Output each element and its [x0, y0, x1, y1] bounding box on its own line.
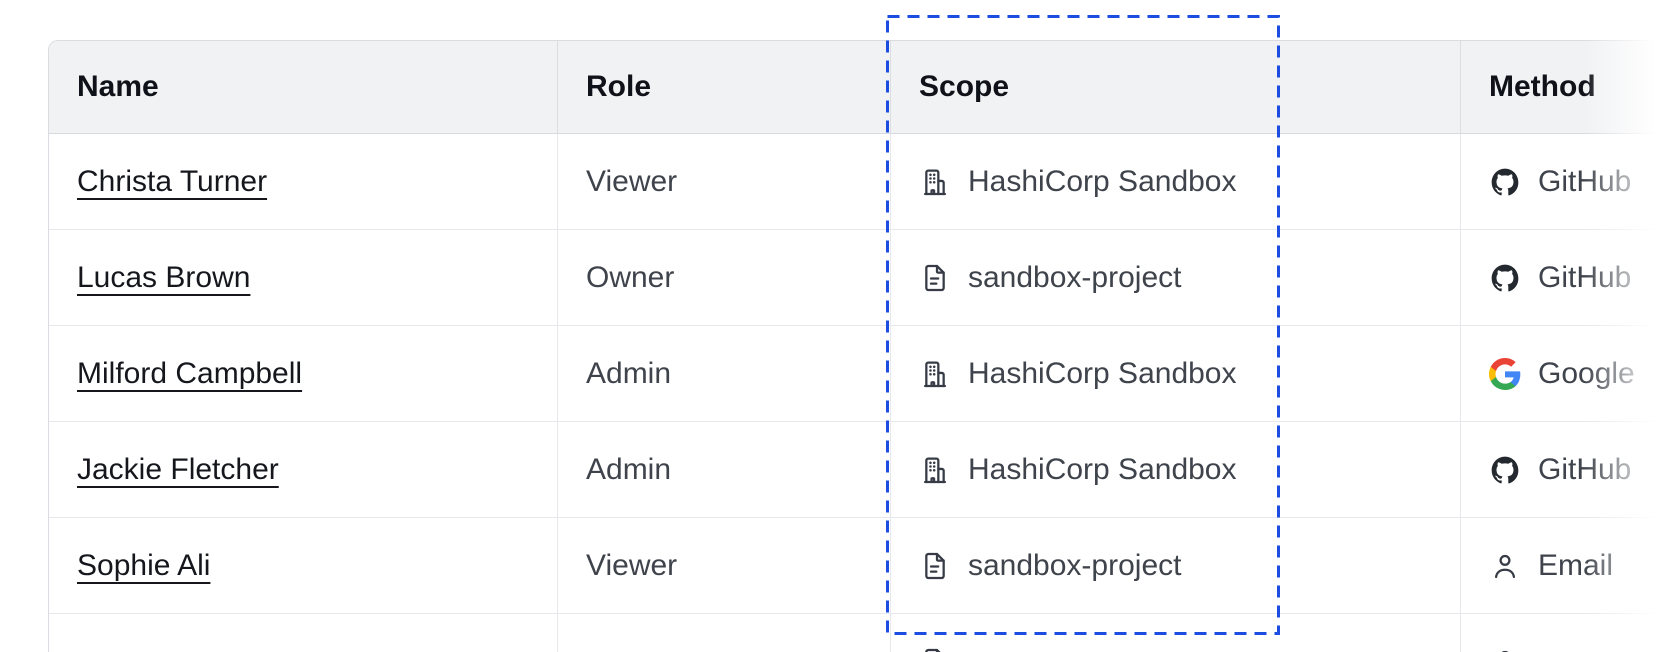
github-icon [1489, 262, 1521, 294]
scope-value: sandbox-project [968, 548, 1182, 582]
github-icon [1489, 454, 1521, 486]
column-header-label: Method [1489, 70, 1596, 103]
organization-icon [919, 454, 951, 486]
method-cell: Google [1460, 326, 1672, 421]
role-value: Admin [586, 452, 672, 486]
method-cell: Email [1460, 518, 1672, 613]
method-value: Google [1538, 356, 1635, 390]
person-icon [1489, 646, 1521, 652]
method-value: GitHub [1538, 164, 1632, 198]
method-cell: GitHub [1460, 422, 1672, 517]
method-cell: GitHub [1460, 230, 1672, 325]
scope-cell: HashiCorp Sandbox [890, 422, 1460, 517]
role-cell: Viewer [557, 134, 890, 229]
role-value: Viewer [586, 548, 678, 582]
role-value: Owner [586, 260, 675, 294]
name-cell: Jackie Fletcher [49, 422, 557, 517]
person-icon [1489, 550, 1521, 582]
column-header-label: Role [586, 70, 652, 103]
scope-cell: HashiCorp Sandbox [890, 134, 1460, 229]
project-icon [919, 646, 951, 652]
scope-cell: sandbox-project [890, 518, 1460, 613]
name-cell: Lucas Brown [49, 230, 557, 325]
method-cell: GitHub [1460, 134, 1672, 229]
name-cell: Sophie Ali [49, 518, 557, 613]
method-value: GitHub [1538, 452, 1632, 486]
scope-value: HashiCorp Sandbox [968, 452, 1237, 486]
name-cell: Christa Turner [49, 134, 557, 229]
scope-value: HashiCorp Sandbox [968, 356, 1237, 390]
member-name-link[interactable]: Lucas Brown [77, 260, 251, 294]
scope-cell: HashiCorp Sandbox [890, 326, 1460, 421]
name-cell: Milford Campbell [49, 326, 557, 421]
table-row: Sophie Ali Viewer sandbox-project Email [49, 518, 1672, 614]
table-header-row: Name Role Scope Method [49, 41, 1672, 134]
method-value: GitHub [1538, 260, 1632, 294]
role-value: Admin [586, 356, 672, 390]
google-icon [1489, 357, 1521, 390]
member-name-link[interactable]: Sophie Ali [77, 548, 211, 582]
scope-cell: sandbox-project [890, 230, 1460, 325]
project-icon [919, 262, 951, 294]
member-name-link[interactable]: Christa Turner [77, 164, 268, 198]
column-header-label: Scope [919, 70, 1010, 103]
member-name-link[interactable]: Jackie Fletcher [77, 452, 279, 486]
table-row: Milford Campbell Admin HashiCorp Sandbox Go… [49, 326, 1672, 422]
role-cell [557, 614, 890, 652]
table-row: Lucas Brown Owner sandbox-project GitHub [49, 230, 1672, 326]
role-cell: Admin [557, 422, 890, 517]
github-icon [1489, 166, 1521, 198]
column-header-name: Name [49, 41, 557, 133]
column-header-label: Name [77, 70, 159, 103]
table-row: Christa Turner Viewer HashiCorp Sandbox Git… [49, 134, 1672, 230]
table-row: Jackie Fletcher Admin HashiCorp Sandbox Git… [49, 422, 1672, 518]
role-cell: Viewer [557, 518, 890, 613]
role-cell: Admin [557, 326, 890, 421]
role-value: Viewer [586, 164, 678, 198]
project-icon [919, 550, 951, 582]
name-cell [49, 614, 557, 652]
scope-value: HashiCorp Sandbox [968, 164, 1237, 198]
scope-cell [890, 614, 1460, 652]
column-header-role: Role [557, 41, 890, 133]
organization-icon [919, 166, 951, 198]
role-cell: Owner [557, 230, 890, 325]
column-header-scope: Scope [890, 41, 1460, 133]
scope-value: sandbox-project [968, 260, 1182, 294]
table-row-partial [49, 614, 1672, 652]
organization-icon [919, 358, 951, 390]
method-value: Email [1538, 548, 1614, 582]
method-cell [1460, 614, 1672, 652]
column-header-method: Method [1460, 41, 1672, 133]
member-name-link[interactable]: Milford Campbell [77, 356, 303, 390]
